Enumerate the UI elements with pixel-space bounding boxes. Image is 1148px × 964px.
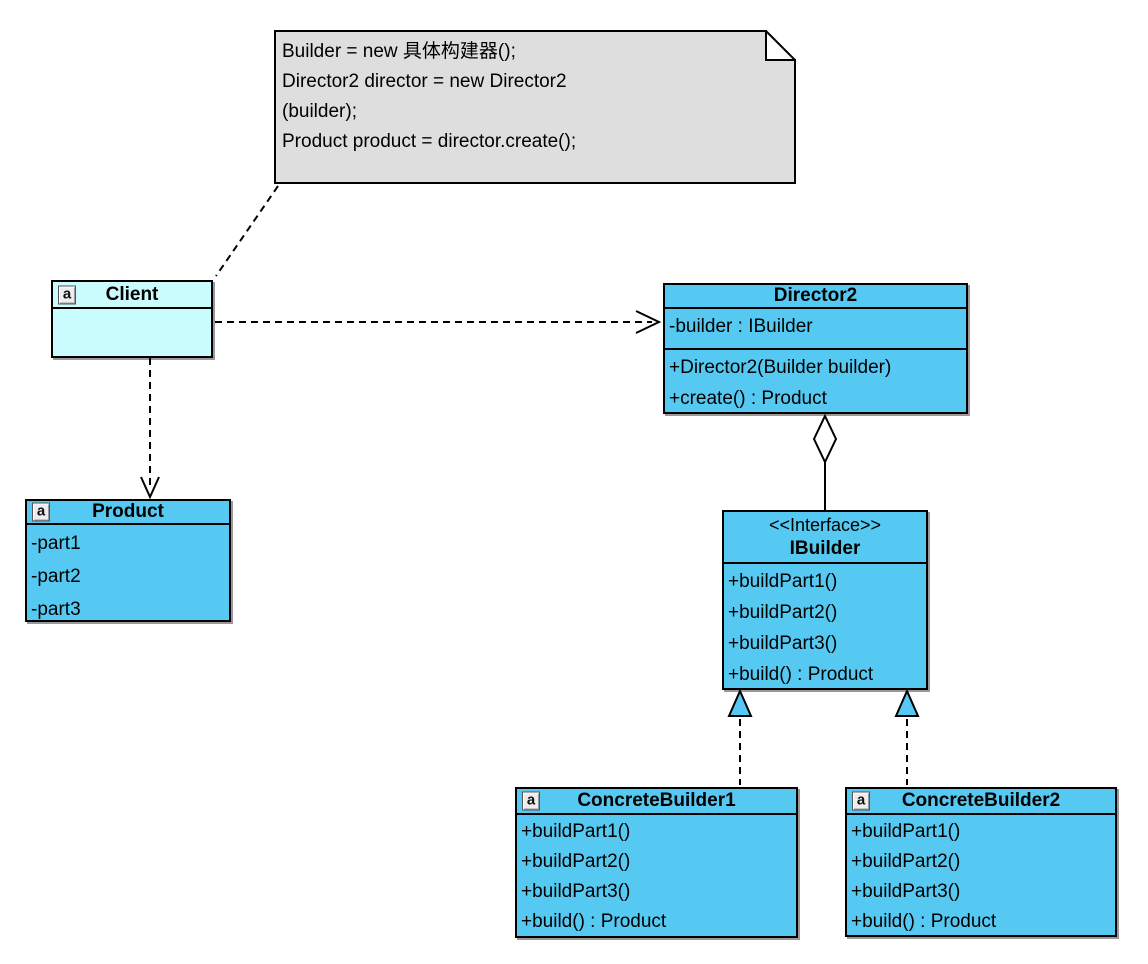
method: +buildPart1() [728,571,838,592]
class-ibuilder-header: <<Interface>> IBuilder [724,512,926,562]
class-a-icon: a [32,502,50,522]
note-shape [274,30,796,184]
method: +build() : Product [521,911,667,932]
class-ibuilder-methods: +buildPart1() +buildPart2() +buildPart3(… [724,562,926,688]
class-title: IBuilder [789,538,861,559]
method: +buildPart2() [521,851,631,872]
note-line: Product product = director.create(); [282,131,577,152]
class-title: ConcreteBuilder1 [577,790,736,811]
stereotype-label: <<Interface>> [768,515,882,535]
note-line: Director2 director = new Director2 [282,71,567,92]
method: +build() : Product [728,664,874,685]
attribute: -part3 [31,599,81,620]
class-director2: Director2 -builder : IBuilder +Director2… [663,283,968,414]
class-title: Director2 [773,285,858,306]
class-director2-methods: +Director2(Builder builder) +create() : … [665,347,966,412]
method: +buildPart1() [851,821,961,842]
class-a-icon: a [58,285,76,304]
aggregation-diamond [812,413,838,465]
class-concretebuilder2: a ConcreteBuilder2 +buildPart1() +buildP… [845,787,1117,937]
class-product-header: a Product [27,501,229,523]
class-concretebuilder2-header: a ConcreteBuilder2 [847,789,1115,813]
code-note: Builder = new 具体构建器(); Director2 directo… [274,30,796,184]
class-title: ConcreteBuilder2 [901,790,1061,811]
class-concretebuilder1: a ConcreteBuilder1 +buildPart1() +buildP… [515,787,798,938]
method: +buildPart3() [521,881,631,902]
realization-arrowhead-cb2 [894,688,920,717]
class-client-header: a Client [53,282,211,307]
method: +buildPart2() [728,602,838,623]
class-director2-attributes: -builder : IBuilder [665,307,966,348]
note-text: Builder = new 具体构建器(); Director2 directo… [274,30,796,184]
method: +buildPart3() [728,633,838,654]
dependency-arrowhead-product [140,476,160,500]
class-client-body [53,307,211,356]
class-a-icon: a [852,791,870,811]
note-anchor-line [215,185,279,277]
class-title: Product [92,501,164,522]
note-line: (builder); [282,101,357,122]
class-title: Client [105,283,159,305]
class-concretebuilder1-header: a ConcreteBuilder1 [517,789,796,813]
realization-arrowhead-cb1 [727,688,753,717]
class-ibuilder: <<Interface>> IBuilder +buildPart1() +bu… [722,510,928,690]
method: +build() : Product [851,911,997,932]
class-client: a Client [51,280,213,358]
class-concretebuilder1-methods: +buildPart1() +buildPart2() +buildPart3(… [517,813,796,936]
note-line: Builder = new 具体构建器(); [282,41,516,62]
attribute: -builder : IBuilder [669,316,813,337]
method: +buildPart2() [851,851,961,872]
method: +Director2(Builder builder) [669,356,892,378]
dependency-arrowhead-director2 [635,310,662,334]
class-product-attributes: -part1 -part2 -part3 [27,523,229,620]
method: +create() : Product [669,387,827,409]
method: +buildPart1() [521,821,631,842]
class-director2-header: Director2 [665,285,966,307]
class-a-icon: a [522,791,540,811]
class-concretebuilder2-methods: +buildPart1() +buildPart2() +buildPart3(… [847,813,1115,935]
attribute: -part1 [31,533,81,554]
attribute: -part2 [31,566,81,587]
class-product: a Product -part1 -part2 -part3 [25,499,231,622]
method: +buildPart3() [851,881,961,902]
